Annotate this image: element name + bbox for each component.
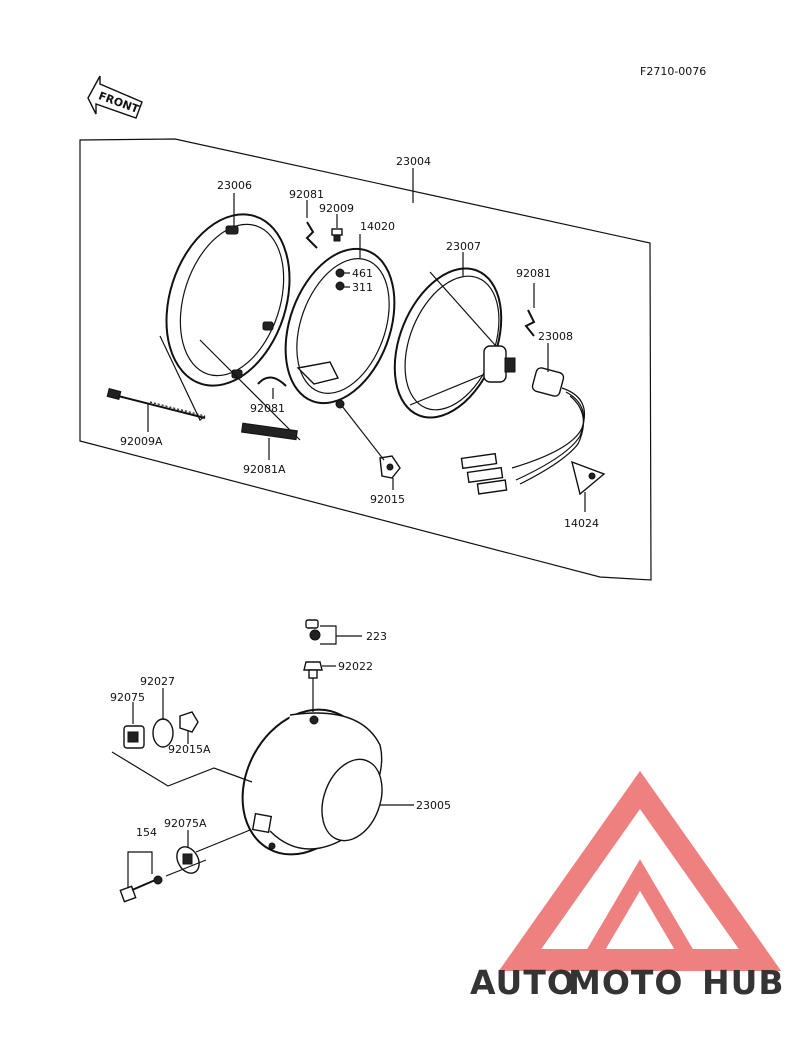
svg-text:AUTO: AUTO: [470, 963, 576, 1002]
spring-92081a: [241, 422, 298, 441]
socket-23008: [460, 367, 586, 495]
cover-14024: [570, 460, 606, 496]
label-92009a: 92009A: [120, 435, 163, 448]
front-arrow-icon: FRONT: [87, 75, 143, 119]
label-23006: 23006: [217, 179, 252, 192]
label-92081-right: 92081: [516, 267, 551, 280]
label-23005: 23005: [416, 799, 451, 812]
clip-92081-right: [524, 309, 536, 337]
svg-text:HUB: HUB: [702, 963, 785, 1002]
label-92009: 92009: [319, 202, 354, 215]
label-154: 154: [136, 826, 157, 839]
headlight-housing-23005: [241, 708, 383, 856]
label-92081-mid: 92081: [250, 402, 285, 415]
label-92015: 92015: [370, 493, 405, 506]
automotohub-watermark-logo: AUTO MOTO HUB: [470, 770, 785, 1002]
clip-92081-mid: [257, 376, 287, 387]
screw-92009: [331, 228, 343, 242]
adjuster-92075: [123, 711, 199, 749]
assembly-frame: [79, 138, 652, 581]
label-92022: 92022: [338, 660, 373, 673]
mounting-ring-14020: [284, 247, 396, 409]
headlight-rim: [165, 213, 291, 387]
bolt-92009a: [106, 388, 206, 419]
clip-92081-top: [305, 221, 318, 249]
label-92027: 92027: [140, 675, 175, 688]
label-461: 461: [352, 267, 373, 280]
label-223: 223: [366, 630, 387, 643]
label-14024: 14024: [564, 517, 599, 530]
label-23004: 23004: [396, 155, 431, 168]
label-14020: 14020: [360, 220, 395, 233]
nut-92015: [379, 455, 401, 479]
bolt-154: [119, 875, 163, 903]
label-92075: 92075: [110, 691, 145, 704]
label-311: 311: [352, 281, 373, 294]
sealed-beam-23007: [393, 267, 516, 419]
label-92075a: 92075A: [164, 817, 207, 830]
label-92081a: 92081A: [243, 463, 286, 476]
grommet-92075a: [176, 846, 200, 874]
label-23007: 23007: [446, 240, 481, 253]
label-92015a: 92015A: [168, 743, 211, 756]
figure-code: F2710-0076: [640, 65, 706, 78]
label-92081-top: 92081: [289, 188, 324, 201]
label-23008: 23008: [538, 330, 573, 343]
svg-text:MOTO: MOTO: [568, 963, 683, 1002]
screws-223: [305, 619, 321, 641]
bolt-92022: [303, 661, 323, 679]
